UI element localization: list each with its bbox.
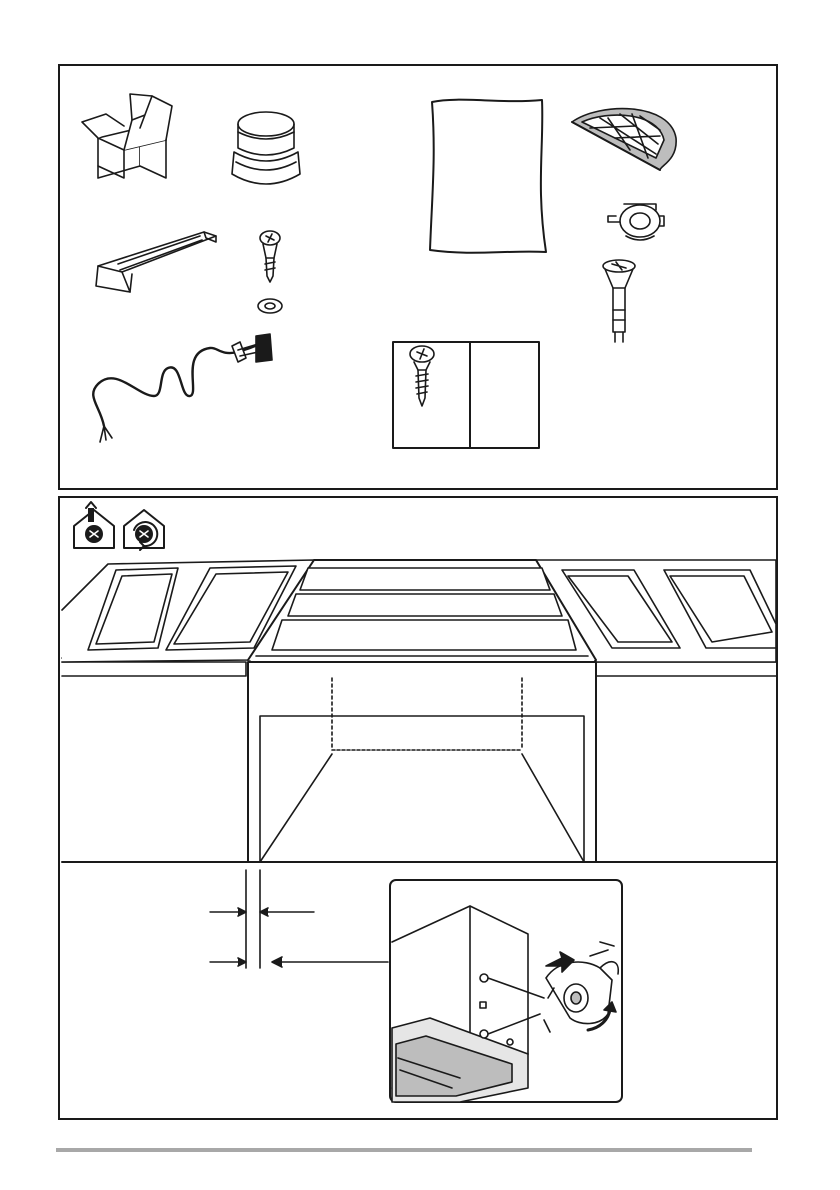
footer-rule bbox=[56, 1148, 752, 1152]
bracket-fixing-detail bbox=[390, 880, 622, 1102]
recirculating-mode-icon bbox=[124, 510, 164, 550]
washer-icon bbox=[258, 299, 282, 313]
box-icon bbox=[82, 94, 172, 178]
valve-clip-icon bbox=[608, 204, 664, 240]
mounting-bracket-icon bbox=[96, 232, 216, 292]
cabinet-cutout bbox=[62, 560, 776, 862]
side-gap-dimension bbox=[210, 870, 388, 968]
parts-panel bbox=[58, 64, 778, 490]
screw-icon bbox=[260, 231, 280, 282]
grease-filter-icon bbox=[572, 109, 676, 170]
duct-connector-icon bbox=[232, 112, 300, 184]
screw-pack-icon bbox=[393, 342, 539, 448]
instruction-sheet-icon bbox=[430, 100, 546, 253]
wall-plug-icon bbox=[603, 260, 635, 342]
power-cable-icon bbox=[93, 334, 272, 442]
installation-panel bbox=[58, 496, 778, 1120]
ducted-mode-icon bbox=[74, 502, 114, 548]
